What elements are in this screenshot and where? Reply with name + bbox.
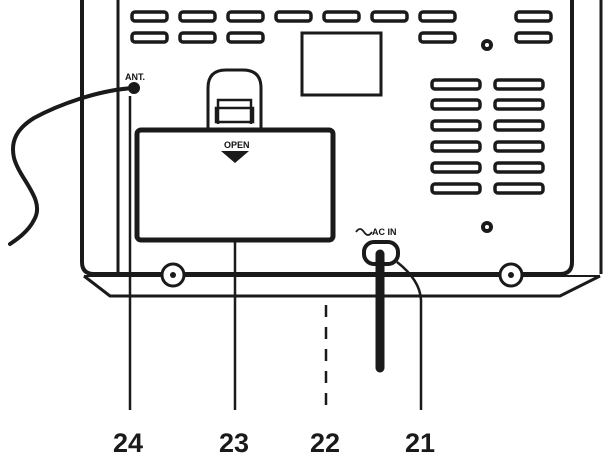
callout-24: 24 [113, 428, 143, 458]
feet [160, 262, 524, 288]
ac-in-label: AC IN [372, 227, 397, 237]
callout-22: 22 [310, 428, 340, 458]
base-plate [83, 274, 601, 298]
callout-leaders [128, 96, 423, 412]
antenna-label: ANT. [125, 72, 145, 82]
compartment-handle-inner [216, 98, 253, 124]
callout-23: 23 [219, 428, 249, 458]
label-plate [300, 31, 383, 97]
compartment-handle-latch [214, 106, 255, 124]
open-label: OPEN [224, 140, 250, 150]
housing-outline [80, 0, 574, 276]
antenna-wire [8, 86, 136, 246]
side-vents [430, 78, 545, 195]
leader-21 [396, 261, 423, 410]
antenna: ANT. [8, 72, 145, 246]
top-vents [130, 10, 553, 44]
ac-tilde-icon [355, 228, 373, 236]
screw-holes [481, 39, 493, 233]
battery-compartment: OPEN [134, 68, 336, 243]
compartment-handle [206, 68, 263, 130]
callout-21: 21 [405, 428, 435, 458]
ac-input: AC IN [355, 227, 400, 373]
antenna-jack [128, 82, 140, 94]
callout-numbers: 24 23 22 21 [113, 428, 435, 458]
open-arrow-icon [221, 151, 249, 163]
